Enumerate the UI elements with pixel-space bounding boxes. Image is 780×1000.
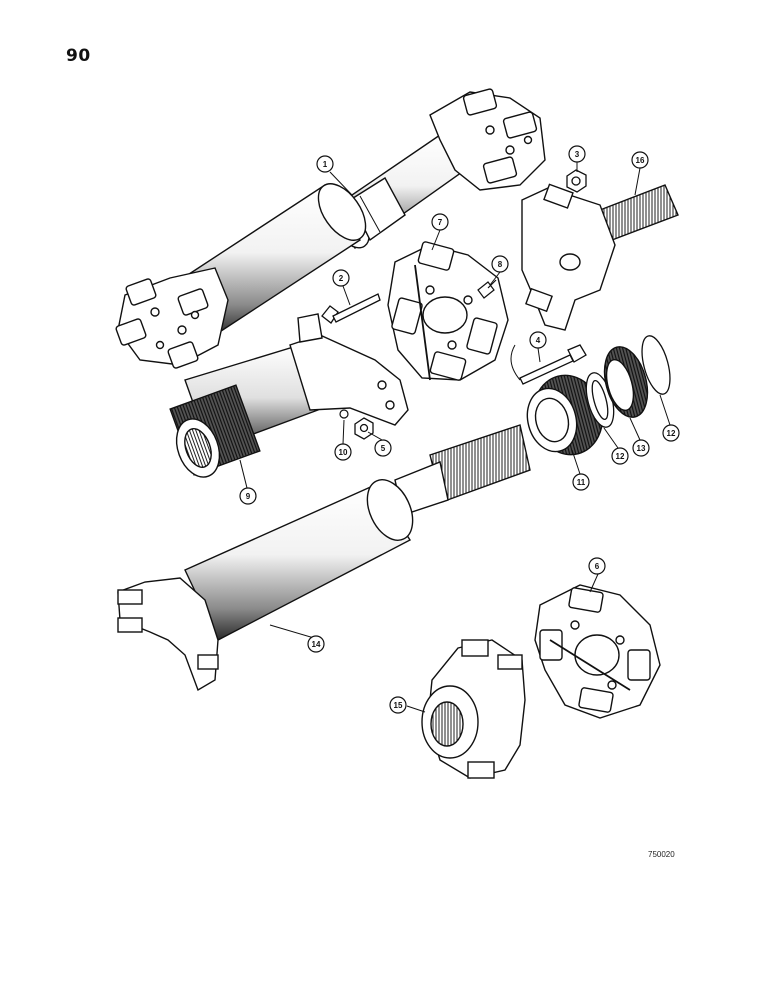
leader-lines [239,162,671,713]
callout-7-label: 7 [438,218,443,227]
callout-8: 8 [491,255,509,273]
callout-2-label: 2 [339,274,344,283]
callout-12a-label: 12 [616,452,625,461]
page-number: 90 [66,46,91,66]
seal-13 [603,346,649,418]
callout-12b: 12 [662,424,680,442]
callout-7: 7 [431,213,449,231]
bolt-4 [510,344,587,385]
nut-3 [566,169,587,193]
callouts: 1 2 3 4 5 6 7 8 9 10 11 12 12 13 14 15 1… [239,145,680,714]
callout-1: 1 [316,155,334,173]
drawing-code: 750020 [648,850,675,859]
callout-1-label: 1 [323,160,328,169]
callout-4: 4 [529,331,547,349]
flange-yoke-splined [521,183,679,331]
callout-4-label: 4 [536,336,541,345]
callout-15-label: 15 [394,701,403,710]
universal-joint-lower [534,584,661,719]
callout-14: 14 [307,635,325,653]
companion-flange [421,639,526,779]
universal-joint-center [387,241,509,381]
slip-yoke-shaft [169,313,409,478]
callout-13-label: 13 [637,444,646,453]
upper-drive-shaft [115,88,546,369]
callout-11-label: 11 [577,478,586,487]
grease-fitting [477,279,497,299]
callout-15: 15 [389,696,407,714]
callout-9-label: 9 [246,492,251,501]
dust-cap-11 [526,374,604,456]
callout-13: 13 [632,439,650,457]
callout-11: 11 [572,473,590,491]
callout-10: 10 [334,443,352,461]
callout-5: 5 [374,439,392,457]
callout-16-label: 16 [636,156,645,165]
callout-3: 3 [568,145,586,163]
callout-12b-label: 12 [667,429,676,438]
callout-3-label: 3 [575,150,580,159]
callout-14-label: 14 [312,640,321,649]
nut-5 [354,417,374,440]
bolt-2 [321,293,381,324]
callout-16: 16 [631,151,649,169]
lower-drive-tube [117,424,531,692]
callout-2: 2 [332,269,350,287]
callout-10-label: 10 [339,448,348,457]
lockwasher-10 [339,409,349,419]
callout-6: 6 [588,557,606,575]
callout-12a: 12 [611,447,629,465]
callout-5-label: 5 [381,444,386,453]
callout-8-label: 8 [498,260,503,269]
callout-6-label: 6 [595,562,600,571]
callout-9: 9 [239,487,257,505]
washer-12b [641,335,671,395]
